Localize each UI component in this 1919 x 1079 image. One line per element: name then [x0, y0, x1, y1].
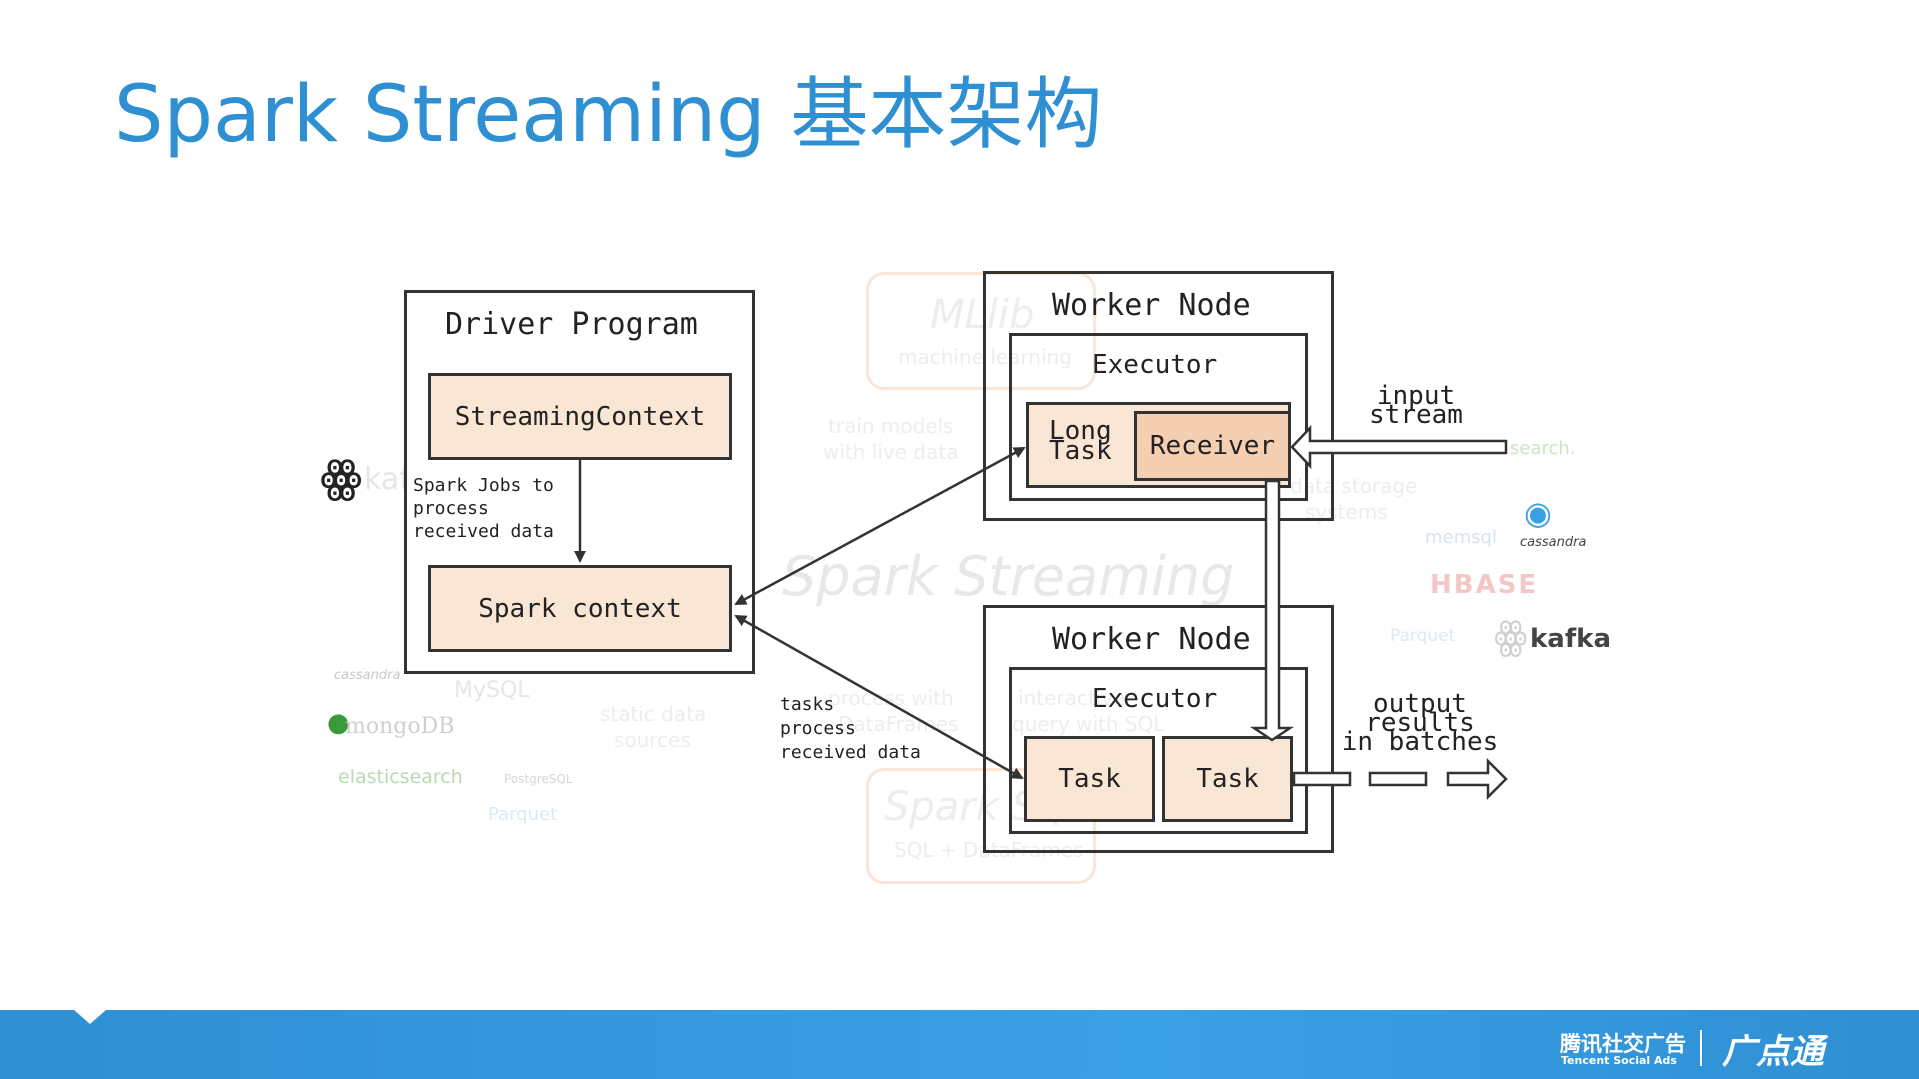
task-1-label: Task: [1058, 764, 1121, 794]
brand-logo: 广点通: [1722, 1032, 1824, 1072]
worker-node-2-title: Worker Node: [1052, 622, 1251, 657]
long-task-line-2: Task: [1049, 436, 1112, 466]
kafka-icon-right: ꙮ: [1494, 614, 1528, 658]
spark-context-box: Spark context: [428, 565, 732, 652]
memsql-logo: memsql: [1425, 527, 1497, 548]
mongodb-leaf-icon: ●: [327, 708, 350, 738]
receiver-box: Receiver: [1134, 411, 1291, 481]
kafka-icon: ꙮ: [320, 452, 363, 503]
executor-2-title: Executor: [1092, 684, 1218, 714]
cassandra-eye-icon: ◉: [1524, 494, 1552, 532]
cassandra-logo-right: cassandra: [1520, 535, 1587, 550]
kafka-logo-right: kafka: [1530, 624, 1611, 654]
spark-context-label: Spark context: [478, 593, 682, 624]
parquet-logo-left: Parquet: [488, 804, 558, 825]
input-note-line-1: input: [1376, 381, 1456, 411]
task-1-box: Task: [1024, 736, 1155, 822]
streaming-context-label: StreamingContext: [454, 401, 706, 432]
output-results-note: output results in batches: [1334, 689, 1506, 757]
output-dash-1: [1292, 771, 1352, 787]
output-dash-2: [1368, 771, 1428, 787]
jobs-note-line-2: process: [413, 498, 489, 519]
cassandra-logo-left: cassandra: [334, 668, 401, 683]
input-stream-note: input stream: [1366, 381, 1466, 430]
worker-node-1-title: Worker Node: [1052, 288, 1251, 323]
receiver-to-task-arrow: [1249, 479, 1295, 742]
jobs-note-line-3: received data: [413, 521, 554, 542]
executor-1-box: Executor: [1009, 333, 1308, 501]
mongodb-logo: mongoDB: [345, 714, 455, 739]
worker-node-1-box: Worker Node: [983, 271, 1334, 521]
brand-divider: [1700, 1030, 1702, 1066]
elasticsearch-logo: elasticsearch: [338, 766, 463, 788]
streaming-context-box: StreamingContext: [428, 373, 732, 460]
bg-interactive-1: interactive: [1018, 686, 1126, 710]
task-2-box: Task: [1162, 736, 1293, 822]
long-task-label: Long Task: [1049, 416, 1112, 466]
postgres-logo: PostgreSQL: [504, 772, 573, 786]
mysql-logo: MySQL: [454, 678, 530, 703]
parquet-logo-right: Parquet: [1390, 626, 1456, 646]
receiver-label: Receiver: [1149, 431, 1276, 461]
output-arrow-head: [1446, 757, 1508, 801]
task-2-label: Task: [1196, 764, 1259, 794]
output-note-line-2: results: [1365, 708, 1475, 738]
page-title: Spark Streaming 基本架构: [114, 70, 1103, 160]
arrow-driver-worker1: [734, 446, 1026, 606]
bg-static-2: sources: [614, 728, 691, 752]
search-logo-right: search.: [1510, 438, 1576, 459]
bg-train-1: train models: [828, 414, 954, 438]
input-note-line-2: stream: [1369, 400, 1463, 430]
arrow-driver-worker2: [734, 614, 1024, 780]
jobs-note-line-1: Spark Jobs to: [413, 475, 554, 496]
bg-data-storage-1: data storage: [1290, 474, 1418, 498]
jobs-note: Spark Jobs to process received data: [413, 474, 554, 543]
long-task-line-1: Long: [1049, 416, 1112, 446]
input-stream-arrow: [1290, 424, 1508, 470]
executor-1-title: Executor: [1092, 350, 1218, 380]
bg-mllib: MLlib: [930, 292, 1035, 338]
bg-static-1: static data: [600, 702, 707, 726]
driver-program-title: Driver Program: [445, 307, 698, 342]
footer-bar: [0, 1010, 1919, 1079]
output-note-line-1: output: [1373, 689, 1467, 719]
hbase-logo: HBASE: [1430, 570, 1539, 600]
brand-cn: 腾讯社交广告: [1560, 1032, 1686, 1056]
output-note-line-3: in batches: [1341, 727, 1499, 757]
brand-en: Tencent Social Ads: [1561, 1054, 1677, 1067]
bg-interactive-2: query with SQL: [1012, 712, 1165, 736]
footer-notch: [74, 1010, 106, 1024]
